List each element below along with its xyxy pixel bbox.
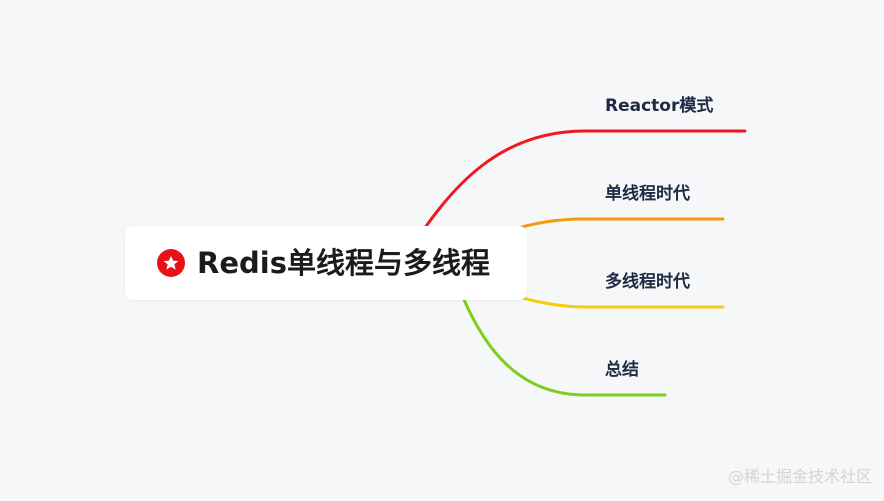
watermark: @稀土掘金技术社区 bbox=[727, 467, 872, 486]
root-node[interactable]: Redis单线程与多线程 bbox=[125, 226, 527, 300]
branch-label-summary[interactable]: 总结 bbox=[605, 360, 639, 380]
star-icon bbox=[157, 249, 185, 277]
branch-label-reactor[interactable]: Reactor模式 bbox=[605, 96, 714, 116]
root-title: Redis单线程与多线程 bbox=[197, 246, 490, 280]
branch-connector-reactor bbox=[408, 129, 747, 252]
branch-connector-summary bbox=[460, 293, 667, 397]
branch-connector-single-thread bbox=[503, 217, 725, 234]
branch-label-single-thread[interactable]: 单线程时代 bbox=[605, 184, 690, 204]
branch-label-multi-thread[interactable]: 多线程时代 bbox=[605, 272, 690, 292]
branch-connector-multi-thread bbox=[503, 291, 725, 309]
